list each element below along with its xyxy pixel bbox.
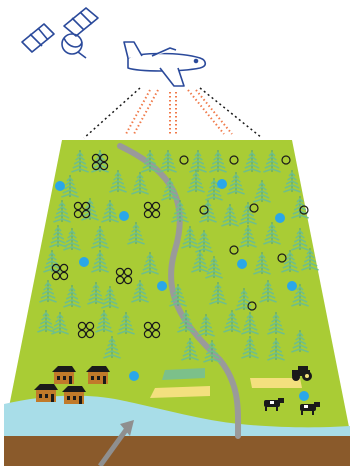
sensor-lines (84, 88, 262, 138)
airplane-icon (124, 42, 205, 86)
house-icon (62, 386, 86, 404)
soil-layer (4, 432, 350, 466)
water-dot (299, 391, 309, 401)
water-dot (237, 259, 247, 269)
water-dot (129, 371, 139, 381)
water-dot (217, 179, 227, 189)
house-icon (34, 384, 58, 402)
house-icon (86, 366, 110, 384)
water-dot (287, 281, 297, 291)
water-dot (119, 211, 129, 221)
satellite-icon (22, 8, 98, 58)
water-dot (157, 281, 167, 291)
house-icon (52, 366, 76, 384)
water-dot (275, 213, 285, 223)
water-dot (79, 257, 89, 267)
water-dot (55, 181, 65, 191)
